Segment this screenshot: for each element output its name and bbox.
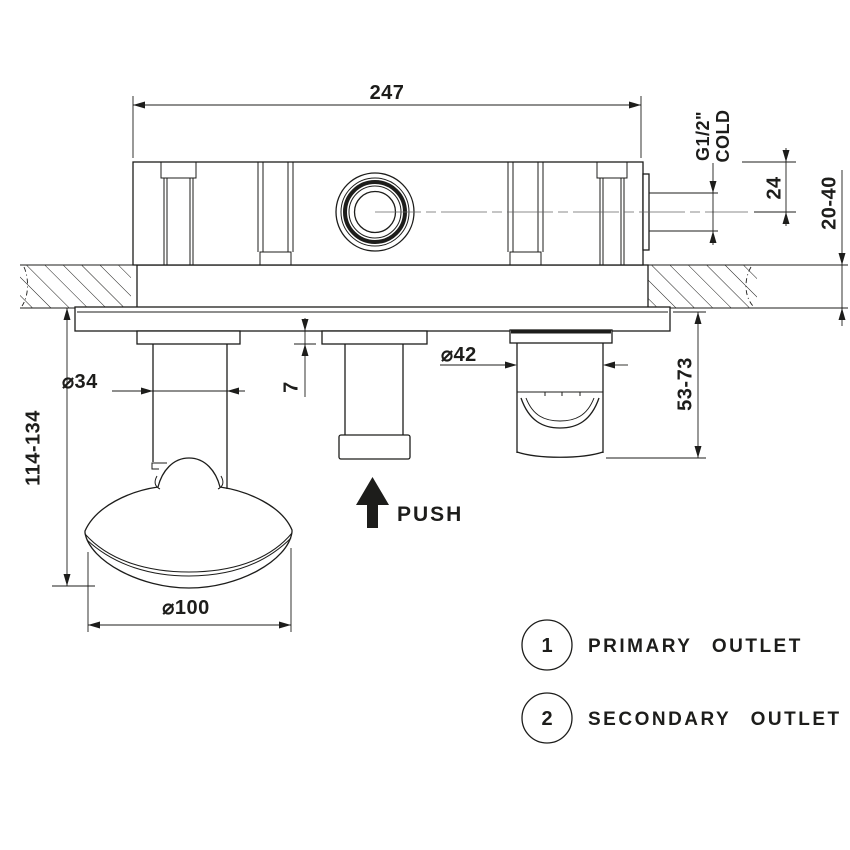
spout-diameter-value: ⌀42 xyxy=(441,344,477,366)
push-collar xyxy=(321,330,428,345)
stem-diameter-value: ⌀34 xyxy=(62,371,98,393)
body-width-value: 247 xyxy=(370,82,405,104)
mounting-bracket-mid-left xyxy=(257,162,294,266)
spout-bottom xyxy=(516,451,604,458)
valve-body xyxy=(132,161,748,309)
control-handle xyxy=(84,344,293,589)
spout-projection-value: 53-73 xyxy=(674,357,696,411)
wall-depth-value: 20-40 xyxy=(818,176,840,230)
push-label: PUSH xyxy=(397,503,463,526)
spout-collar-edge xyxy=(511,330,611,334)
dimension-plate-gap: 7 xyxy=(280,318,316,397)
push-arrow-icon xyxy=(356,477,389,505)
inlet-offset-value: 24 xyxy=(763,176,785,200)
dimension-spout-diameter: ⌀42 xyxy=(440,344,628,369)
wall-break-right xyxy=(745,266,754,307)
plate-gap-value: 7 xyxy=(280,381,302,393)
push-button-cap xyxy=(338,434,411,460)
dimension-spout-projection: 53-73 xyxy=(606,311,706,459)
legend-item-secondary: 2 SECONDARY OUTLET xyxy=(521,692,842,744)
wall-section xyxy=(20,264,848,309)
wall-hatch-left xyxy=(20,265,131,308)
dimension-wall-depth: 20-40 xyxy=(818,170,846,326)
legend-item-primary: 1 PRIMARY OUTLET xyxy=(521,619,803,671)
push-arrow-shaft xyxy=(367,505,378,528)
dimension-inlet-connection: G1/2" COLD xyxy=(693,110,733,245)
legend-marker-2 xyxy=(521,692,573,744)
inlet-thread-label: G1/2" xyxy=(693,111,713,161)
spout xyxy=(516,343,604,458)
spout-lip-outer xyxy=(520,397,600,429)
inlet-type-label: COLD xyxy=(713,110,733,163)
body-through-wall xyxy=(136,264,649,309)
handle-stem-step xyxy=(151,462,167,470)
spout-lip-inner xyxy=(525,397,595,422)
handle-collar xyxy=(136,330,241,345)
dimension-stem-diameter: ⌀34 xyxy=(62,371,245,395)
mounting-bracket-mid-right xyxy=(507,162,544,266)
legend-marker-1 xyxy=(521,619,573,671)
push-button xyxy=(338,344,411,460)
dimension-handle-projection: 114-134 xyxy=(22,308,95,587)
handle-diameter-value: ⌀100 xyxy=(162,597,209,619)
escutcheon-plate xyxy=(74,306,671,332)
legend-label-1: PRIMARY OUTLET xyxy=(588,636,803,657)
dimension-body-width: 247 xyxy=(132,82,642,158)
legend-number-1: 1 xyxy=(541,635,552,657)
handle-knob xyxy=(84,457,293,589)
legend: 1 PRIMARY OUTLET 2 SECONDARY OUTLET xyxy=(521,619,842,744)
handle-projection-value: 114-134 xyxy=(22,410,44,486)
legend-label-2: SECONDARY OUTLET xyxy=(588,709,842,730)
dimension-inlet-offset: 24 xyxy=(742,148,796,226)
mounting-bracket-right xyxy=(596,161,628,265)
wall-hatch-right xyxy=(648,265,757,308)
trim-plate xyxy=(74,306,671,345)
wall-break-left xyxy=(21,266,28,307)
mounting-bracket-left xyxy=(160,161,197,265)
dimension-handle-diameter: ⌀100 xyxy=(87,548,292,632)
legend-number-2: 2 xyxy=(541,708,552,730)
push-annotation: PUSH xyxy=(356,477,463,528)
